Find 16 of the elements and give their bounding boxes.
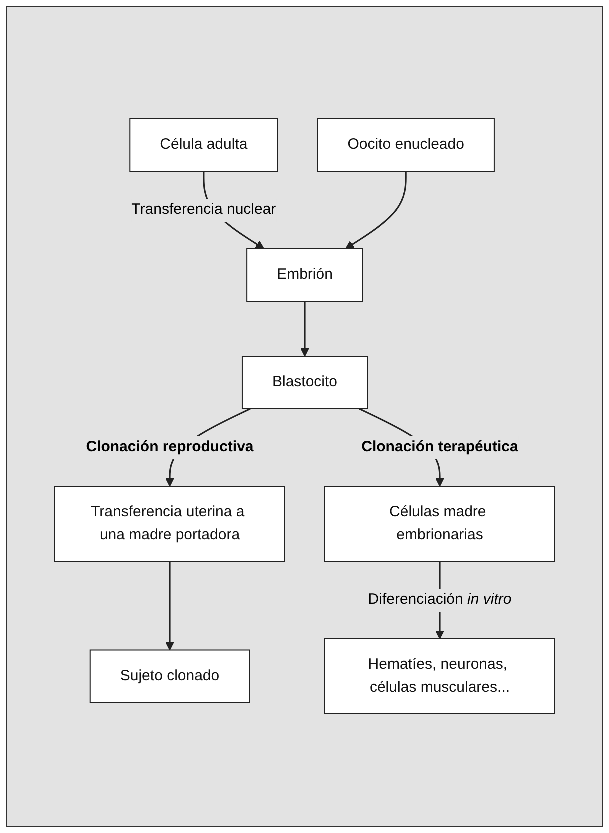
arrow	[165, 562, 174, 651]
edge-label: Clonación terapéutica	[361, 438, 518, 456]
arrow	[300, 302, 309, 357]
node-box	[89, 650, 250, 704]
node-box	[241, 356, 368, 410]
edge-label: Transferencia nuclear	[131, 201, 276, 218]
edge-label: Clonación reproductiva	[86, 438, 254, 456]
node-box	[246, 248, 363, 302]
node-box	[324, 486, 555, 562]
edge-label: Diferenciación in vitro	[368, 591, 512, 608]
arrow	[344, 172, 406, 250]
node-box	[129, 118, 278, 172]
node-box	[324, 638, 555, 714]
node-box	[316, 118, 494, 172]
node-box	[54, 486, 285, 562]
diagram-panel: Transferencia nuclear Clonación reproductiva Clonación terapéutica Diferenciación in vitro Célula adulta Oocito enucleado Embrión Blastocito Transferencia uterina a una madre portadora Sujeto clonado Células madre embrionarias Hematíes, neuronas, células musculares...	[6, 6, 603, 827]
